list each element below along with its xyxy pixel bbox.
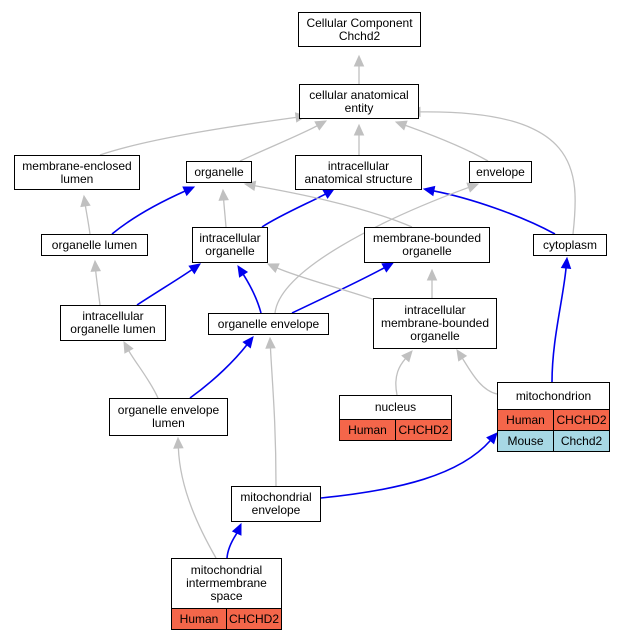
edge-iol-to-ol <box>90 259 102 306</box>
edge-oe-to-mbo <box>291 262 395 314</box>
node-label: organelle envelope <box>217 316 320 331</box>
node-label: organelle lumen <box>51 237 138 252</box>
edge-iol-to-io <box>136 263 201 306</box>
node-oe[interactable]: organelle envelope <box>208 313 329 335</box>
edge-io-to-organelle <box>218 188 229 228</box>
edge-mito-to-imbo <box>456 348 498 395</box>
node-label: Cellular Component Chchd2 <box>306 15 413 43</box>
node-label: nucleus <box>374 400 417 414</box>
node-ias[interactable]: intracellular anatomical structure <box>295 155 422 190</box>
node-mbo[interactable]: membrane-bounded organelle <box>364 227 490 263</box>
node-label: mitochondrion <box>515 388 592 403</box>
edge-ol-to-mel <box>80 194 91 235</box>
gene-cell: Chchd2 <box>553 431 609 451</box>
annotation-row-mouse: Mouse Chchd2 <box>498 430 609 451</box>
node-label: mitochondrial intermembrane space <box>186 563 267 603</box>
gene-cell: CHCHD2 <box>395 420 451 440</box>
node-mel[interactable]: membrane-enclosed lumen <box>14 155 140 190</box>
node-label: cellular anatomical entity <box>309 87 409 115</box>
edge-envelope-to-cae <box>394 120 489 162</box>
edge-oel-to-iol <box>123 340 159 399</box>
node-iol[interactable]: intracellular organelle lumen <box>60 305 166 341</box>
species-cell: Human <box>179 611 219 626</box>
node-imbo[interactable]: intracellular membrane-bounded organelle <box>373 298 497 349</box>
node-label: envelope <box>476 164 525 179</box>
annotation-row-human: Human CHCHD2 <box>340 419 451 440</box>
node-ol[interactable]: organelle lumen <box>41 234 148 256</box>
node-cae[interactable]: cellular anatomical entity <box>299 84 419 119</box>
node-label: organelle <box>194 164 244 179</box>
annotation-row-human: Human CHCHD2 <box>498 409 609 430</box>
species-cell: Human <box>348 422 387 437</box>
node-label: intracellular membrane-bounded organelle <box>380 303 490 343</box>
species-cell: Mouse <box>507 433 544 448</box>
annotation-row-human: Human CHCHD2 <box>172 608 281 629</box>
edge-mito-to-cyto <box>551 256 572 383</box>
edge-mis-to-oel <box>173 436 217 559</box>
edge-organelle-to-cae <box>239 120 328 162</box>
node-me[interactable]: mitochondrial envelope <box>231 486 321 522</box>
node-organelle[interactable]: organelle <box>186 161 252 183</box>
edge-imbo-to-mbo <box>426 268 438 299</box>
edge-cae-to-root <box>353 54 365 84</box>
species-cell: Human <box>506 412 545 427</box>
edge-oe-to-io <box>237 264 262 314</box>
node-label: intracellular organelle <box>199 231 261 258</box>
edge-mis-to-me <box>226 522 242 559</box>
edge-ias-to-cae <box>353 123 365 155</box>
gene-cell: CHCHD2 <box>553 410 609 430</box>
node-io[interactable]: intracellular organelle <box>192 227 268 263</box>
node-label: organelle envelope lumen <box>117 403 220 430</box>
node-label: intracellular anatomical structure <box>304 158 413 186</box>
edge-mel-to-cae <box>99 112 308 156</box>
node-label: cytoplasm <box>542 237 598 252</box>
node-root[interactable]: Cellular Component Chchd2 <box>298 12 421 47</box>
node-label: intracellular organelle lumen <box>70 309 156 336</box>
node-label: mitochondrial envelope <box>240 490 312 517</box>
edge-me-to-oe <box>265 336 277 487</box>
node-label: membrane-bounded organelle <box>372 231 482 258</box>
node-label: membrane-enclosed lumen <box>22 158 132 186</box>
edge-oe-to-envelope <box>274 182 480 314</box>
node-oel[interactable]: organelle envelope lumen <box>109 398 228 436</box>
edge-cyto-to-ias <box>422 185 556 235</box>
node-envelope[interactable]: envelope <box>469 161 532 183</box>
edge-ol-to-organelle <box>111 186 196 235</box>
edge-imbo-to-io <box>266 263 376 301</box>
gene-cell: CHCHD2 <box>226 609 281 629</box>
node-cyto[interactable]: cytoplasm <box>533 234 607 256</box>
edge-me-to-mito <box>320 432 498 499</box>
edge-nucleus-to-imbo <box>395 350 413 396</box>
edge-oel-to-oe <box>189 336 254 399</box>
